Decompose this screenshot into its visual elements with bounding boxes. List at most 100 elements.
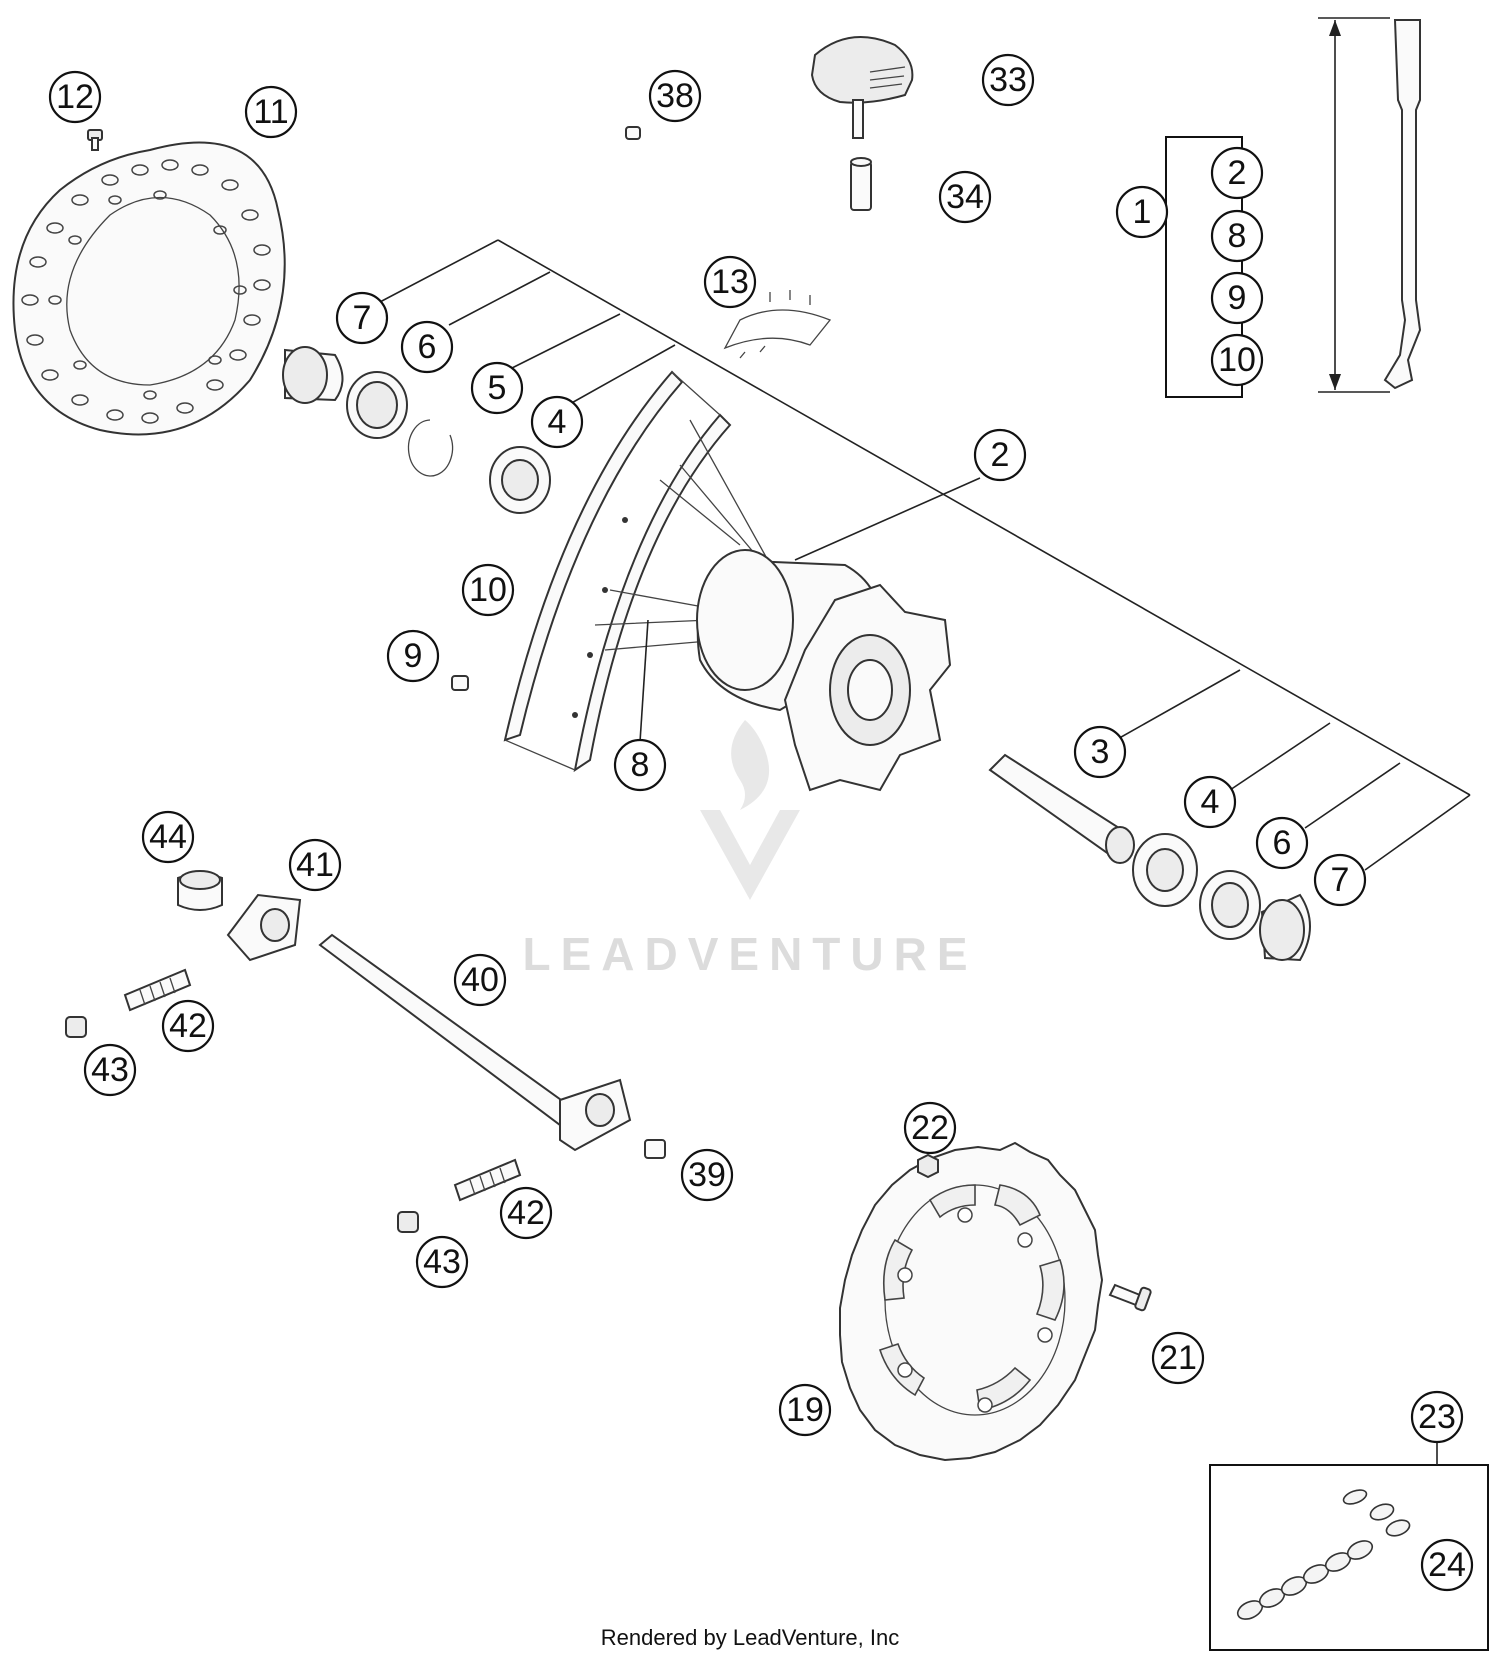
spacer-left	[282, 346, 344, 404]
svg-text:6: 6	[418, 328, 437, 366]
svg-text:39: 39	[688, 1156, 726, 1194]
rim	[503, 370, 732, 773]
callout-10: 10	[461, 563, 515, 617]
svg-text:9: 9	[1228, 279, 1247, 317]
callout-3: 3	[1073, 725, 1127, 779]
callout-43-bottom: 43	[415, 1235, 469, 1289]
svg-text:4: 4	[548, 403, 567, 441]
brake-disc	[12, 141, 286, 436]
svg-text:2: 2	[991, 436, 1010, 474]
spoke-reference	[1318, 17, 1422, 393]
svg-text:10: 10	[1218, 341, 1256, 379]
callout-42-bottom: 42	[499, 1186, 553, 1240]
valve-sleeve	[850, 157, 872, 211]
callout-5: 5	[470, 361, 524, 415]
svg-text:3: 3	[1091, 733, 1110, 771]
locknut-bottom	[397, 1211, 419, 1233]
shaft-seal-left	[346, 371, 408, 439]
svg-text:34: 34	[946, 178, 984, 216]
drive-chain	[1236, 1540, 1374, 1620]
axle-nut	[644, 1139, 666, 1159]
svg-text:42: 42	[507, 1194, 545, 1232]
svg-text:7: 7	[1331, 861, 1350, 899]
callout-34: 34	[938, 170, 992, 224]
callout-22: 22	[903, 1101, 957, 1155]
rear-sprocket	[839, 1141, 1104, 1462]
callout-7-left: 7	[335, 291, 389, 345]
rim-tape	[723, 290, 832, 359]
chain-adjuster-nut	[177, 870, 223, 911]
callout-1: 1	[1115, 185, 1169, 239]
callout-19: 19	[778, 1383, 832, 1437]
leader-lines	[377, 239, 1471, 871]
svg-text:10: 10	[469, 571, 507, 609]
spoke-nipple	[451, 675, 469, 691]
bearing-right	[1132, 833, 1198, 907]
callout-12: 12	[48, 70, 102, 124]
svg-text:5: 5	[488, 369, 507, 407]
callout-33: 33	[981, 53, 1035, 107]
svg-text:2: 2	[1228, 154, 1247, 192]
callout-2: 2	[973, 428, 1027, 482]
callout-44: 44	[141, 810, 195, 864]
sprocket-nut	[917, 1153, 939, 1179]
callout-7-right: 7	[1313, 853, 1367, 907]
svg-text:41: 41	[296, 846, 334, 884]
svg-text:38: 38	[656, 77, 694, 115]
axle	[318, 933, 632, 1152]
callout-kit-10: 10	[1210, 333, 1264, 387]
svg-text:9: 9	[404, 637, 423, 675]
svg-text:21: 21	[1159, 1339, 1197, 1377]
disc-bolt	[87, 129, 103, 151]
callout-8: 8	[613, 738, 667, 792]
svg-text:8: 8	[1228, 217, 1247, 255]
bearing-left	[489, 446, 551, 514]
svg-text:7: 7	[353, 299, 372, 337]
adjuster-screw-bottom	[453, 1158, 522, 1202]
callout-kit-9: 9	[1210, 271, 1264, 325]
callout-21: 21	[1151, 1331, 1205, 1385]
svg-text:44: 44	[149, 818, 187, 856]
svg-text:12: 12	[56, 78, 94, 116]
callout-42-top: 42	[161, 999, 215, 1053]
render-credit: Rendered by LeadVenture, Inc	[601, 1625, 899, 1650]
callout-43-top: 43	[83, 1043, 137, 1097]
svg-text:42: 42	[169, 1007, 207, 1045]
svg-text:24: 24	[1428, 1546, 1466, 1584]
spokes	[594, 419, 791, 651]
callout-kit-2: 2	[1210, 146, 1264, 200]
svg-text:33: 33	[989, 61, 1027, 99]
callout-4-right: 4	[1183, 775, 1237, 829]
svg-text:8: 8	[631, 746, 650, 784]
callout-kit-8: 8	[1210, 209, 1264, 263]
spacer-right	[1259, 893, 1311, 962]
callout-23: 23	[1410, 1390, 1464, 1444]
callout-9: 9	[386, 629, 440, 683]
valve-cap-tool	[810, 36, 914, 139]
svg-text:1: 1	[1133, 193, 1152, 231]
watermark-text: LEADVENTURE	[522, 928, 977, 980]
shaft-seal-right	[1199, 870, 1261, 940]
svg-text:4: 4	[1201, 783, 1220, 821]
svg-text:11: 11	[253, 93, 288, 131]
svg-text:23: 23	[1418, 1398, 1456, 1436]
callout-41: 41	[288, 838, 342, 892]
sprocket-bolt	[1108, 1283, 1152, 1312]
master-link	[1342, 1489, 1411, 1537]
svg-text:43: 43	[423, 1243, 461, 1281]
hub	[696, 549, 952, 792]
svg-text:40: 40	[461, 961, 499, 999]
callout-40: 40	[453, 953, 507, 1007]
callout-11: 11	[244, 85, 298, 139]
svg-text:43: 43	[91, 1051, 129, 1089]
circlip	[407, 419, 454, 477]
axle-spacer	[988, 753, 1135, 864]
svg-text:22: 22	[911, 1109, 949, 1147]
callout-24: 24	[1420, 1538, 1474, 1592]
plug-screw	[625, 126, 641, 140]
callout-6-right: 6	[1255, 816, 1309, 870]
svg-text:6: 6	[1273, 824, 1292, 862]
callout-38: 38	[648, 69, 702, 123]
svg-text:13: 13	[711, 263, 749, 301]
